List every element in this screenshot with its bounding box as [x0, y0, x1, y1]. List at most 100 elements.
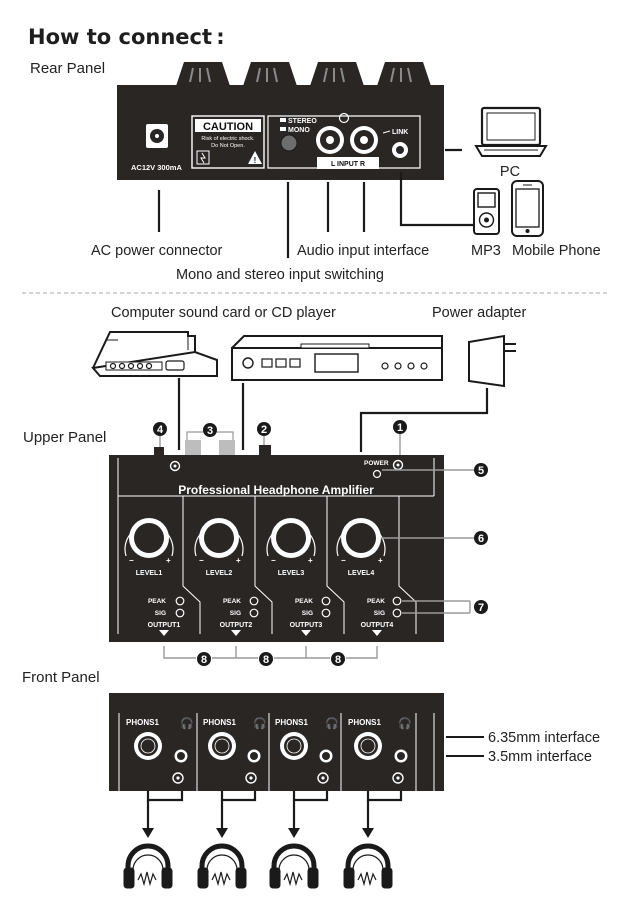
callout-8a: 8 [197, 652, 211, 666]
front-callout-lines [446, 736, 484, 757]
cd-player-icon [231, 335, 443, 381]
svg-text:8: 8 [263, 654, 269, 666]
phones-label-2: PHONS1 [203, 718, 236, 727]
power-label: POWER [364, 460, 389, 467]
input-jack-right [350, 126, 378, 154]
peak-label-3: PEAK [295, 598, 313, 605]
headphone-icon-3: 🎧 [325, 717, 339, 730]
peak-led-3 [321, 596, 331, 606]
phones-label-4: PHONS1 [348, 718, 381, 727]
peak-label-2: PEAK [223, 598, 241, 605]
jack-635-1 [134, 732, 162, 760]
svg-text:+: + [236, 556, 241, 565]
front-panel: PHONS1 🎧 PHONS1 🎧 PHONS1 🎧 PHONS1 🎧 [109, 693, 444, 791]
headphone-connection-lines [146, 791, 403, 830]
svg-text:7: 7 [478, 602, 484, 614]
output-arrow-3 [301, 630, 311, 636]
screw-1 [172, 772, 184, 784]
level-knob-1[interactable] [124, 518, 174, 558]
svg-text:−: − [341, 556, 346, 565]
output-arrow-4 [372, 630, 382, 636]
section-rear-panel: Rear Panel [30, 60, 105, 77]
audio-input-label: Audio input interface [297, 243, 429, 259]
rear-connection-lines [157, 148, 474, 258]
source-connection-lines [177, 378, 489, 452]
caution-line-1: Risk of electric shock. [201, 136, 255, 142]
level-knob-4[interactable] [336, 518, 386, 558]
svg-text:8: 8 [335, 654, 341, 666]
peak-led-2 [249, 596, 259, 606]
svg-text:2: 2 [261, 424, 267, 436]
power-adapter-icon [468, 334, 516, 388]
jack-35-3 [319, 749, 333, 763]
svg-text:−: − [199, 556, 204, 565]
svg-text:+: + [378, 556, 383, 565]
input-jack-left [316, 126, 344, 154]
input-label: L INPUT R [331, 161, 365, 168]
sig-led-2 [249, 608, 259, 618]
peak-led-4 [392, 596, 402, 606]
jack-35-2 [247, 749, 261, 763]
peak-led-1 [175, 596, 185, 606]
headphone-icon-2: 🎧 [253, 717, 267, 730]
level-label-1: LEVEL1 [136, 570, 163, 577]
sig-label-2: SIG [230, 610, 241, 617]
jack-35-4 [394, 749, 408, 763]
headphones-icon-1 [123, 843, 173, 889]
rear-panel-body [117, 85, 444, 180]
headphone-icon-1: 🎧 [180, 717, 194, 730]
rear-screw-icon [338, 112, 350, 124]
svg-text:−: − [271, 556, 276, 565]
callout-1: 1 [393, 420, 407, 434]
screw-4 [392, 772, 404, 784]
svg-text:5: 5 [478, 465, 484, 477]
jack-635-label: 6.35mm interface [488, 730, 600, 746]
jack-35-label: 3.5mm interface [488, 749, 592, 765]
stereo-label: STEREO [288, 118, 317, 125]
level-knob-3[interactable] [266, 518, 316, 558]
sound-card-icon [91, 331, 218, 377]
callout-6: 6 [474, 531, 488, 545]
headphone-icon-4: 🎧 [398, 717, 412, 730]
mobile-phone-icon [511, 180, 544, 237]
callout-3: 3 [203, 423, 217, 437]
svg-text:3: 3 [207, 425, 213, 437]
upper-screw-icon [169, 460, 181, 472]
output-label-1: OUTPUT1 [148, 622, 181, 629]
mobile-phone-label: Mobile Phone [512, 243, 601, 259]
jack-35-1 [174, 749, 188, 763]
sig-led-3 [321, 608, 331, 618]
mp3-player-icon [473, 188, 500, 235]
callout-lines [159, 434, 474, 659]
front-panel-body [109, 693, 444, 791]
sig-label-3: SIG [302, 610, 313, 617]
callout-2: 2 [257, 422, 271, 436]
upper-panel: POWER Professional Headphone Amplifier −… [109, 431, 444, 642]
sound-card-label: Computer sound card or CD player [111, 305, 336, 321]
section-upper-panel: Upper Panel [23, 429, 106, 446]
output-arrow-1 [159, 630, 169, 636]
svg-text:+: + [166, 556, 171, 565]
output-label-2: OUTPUT2 [220, 622, 253, 629]
svg-text:6: 6 [478, 533, 484, 545]
mono-stereo-switch[interactable] [280, 134, 298, 152]
phones-label-1: PHONS1 [126, 718, 159, 727]
pc-label: PC [500, 164, 520, 180]
peak-label-4: PEAK [367, 598, 385, 605]
headphones-icon-3 [269, 843, 319, 889]
headphones-icon-4 [343, 843, 393, 889]
rear-panel: AC12V 300mA CAUTION Risk of electric sho… [117, 62, 444, 180]
warning-icon [248, 151, 262, 164]
phones-label-3: PHONS1 [275, 718, 308, 727]
jack-635-4 [354, 732, 382, 760]
power-adapter-label: Power adapter [432, 305, 526, 321]
svg-text:8: 8 [201, 654, 207, 666]
level-knob-2[interactable] [194, 518, 244, 558]
callout-5: 5 [474, 463, 488, 477]
ac-power-label: AC power connector [91, 243, 223, 259]
sig-label-4: SIG [374, 610, 385, 617]
power-rating: AC12V 300mA [131, 163, 182, 172]
callout-7: 7 [474, 600, 488, 614]
